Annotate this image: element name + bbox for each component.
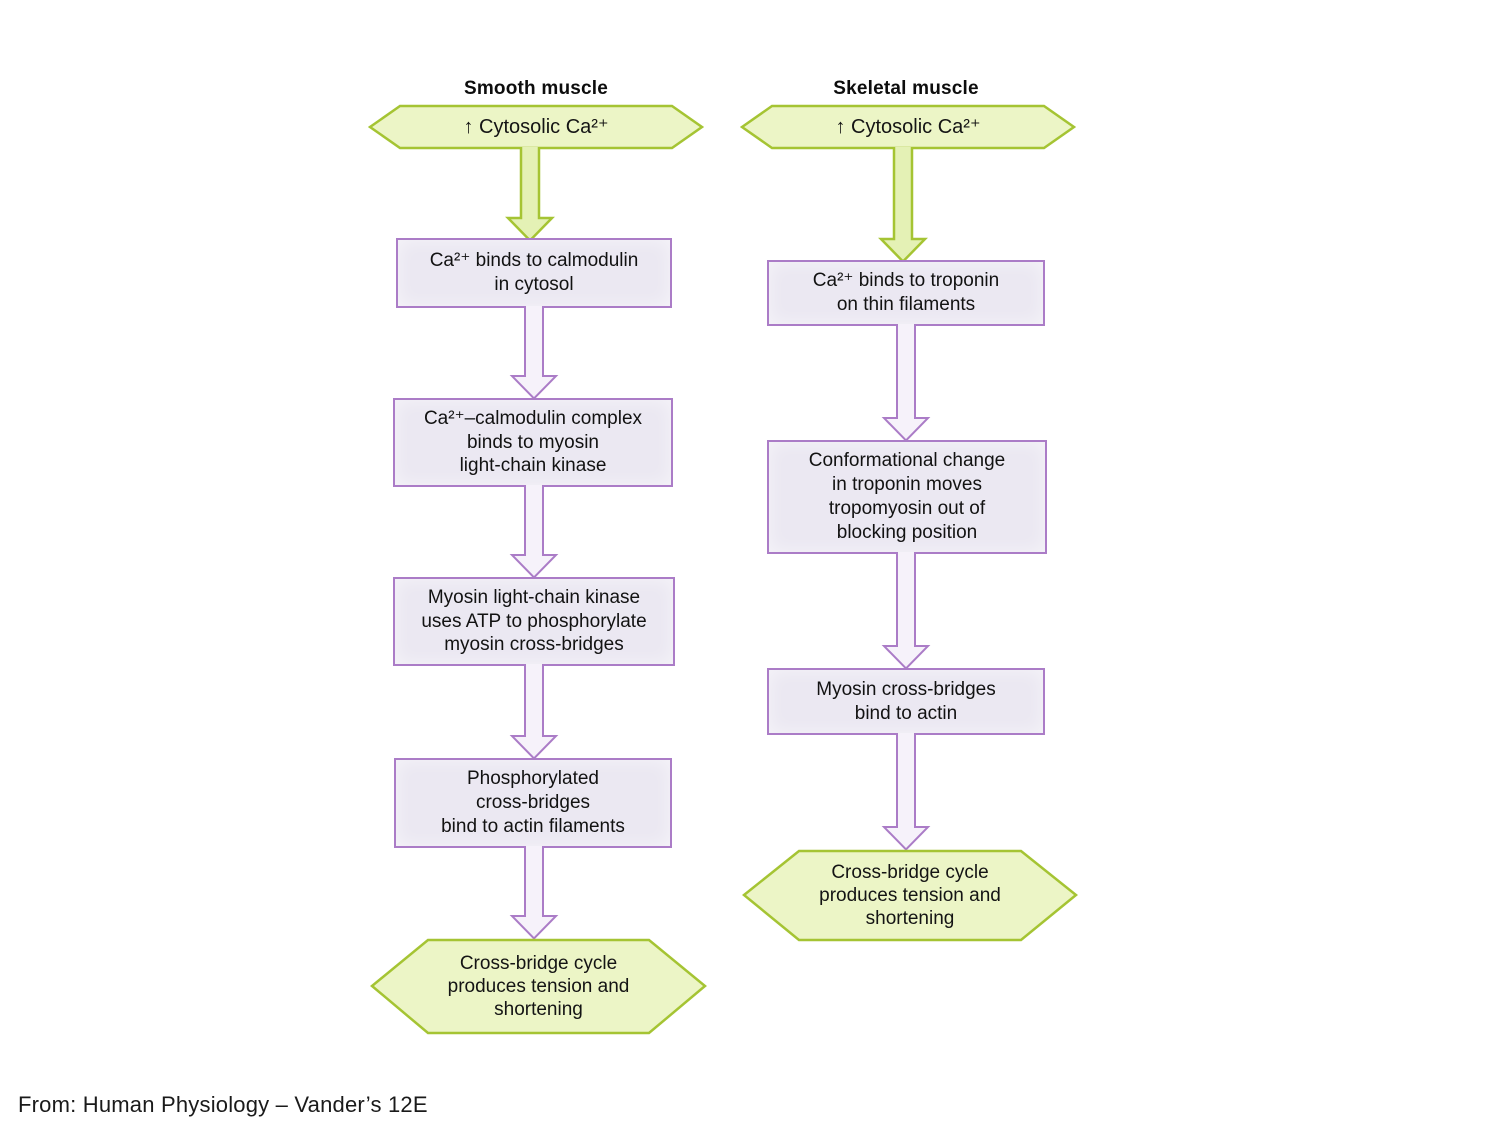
process-box-skeletal-3: Myosin cross-bridges bind to actin xyxy=(767,668,1045,735)
down-arrow-icon xyxy=(505,147,555,242)
down-arrow-icon xyxy=(881,552,931,670)
down-arrow-icon xyxy=(509,306,559,400)
start-banner-skeletal: ↑ Cytosolic Ca²⁺ xyxy=(740,104,1076,150)
start-banner-label: ↑ Cytosolic Ca²⁺ xyxy=(463,115,609,138)
source-caption: From: Human Physiology – Vander’s 12E xyxy=(18,1092,428,1117)
process-box-smooth-4: Phosphorylated cross-bridges bind to act… xyxy=(394,758,672,848)
end-banner-label: Cross-bridge cycle produces tension and … xyxy=(819,861,1001,930)
down-arrow-icon xyxy=(878,147,928,263)
down-arrow-icon xyxy=(509,485,559,579)
down-arrow-icon xyxy=(881,324,931,442)
start-banner-label: ↑ Cytosolic Ca²⁺ xyxy=(835,115,981,138)
process-box-skeletal-2: Conformational change in troponin moves … xyxy=(767,440,1047,554)
hexagon-banner-shape xyxy=(742,849,1078,942)
down-arrow-icon xyxy=(881,733,931,851)
hexagon-banner-shape xyxy=(740,104,1076,150)
down-arrow-icon xyxy=(509,664,559,760)
end-banner-smooth: Cross-bridge cycle produces tension and … xyxy=(370,938,707,1035)
end-banner-skeletal: Cross-bridge cycle produces tension and … xyxy=(742,849,1078,942)
down-arrow-icon xyxy=(509,846,559,940)
start-banner-smooth: ↑ Cytosolic Ca²⁺ xyxy=(368,104,704,150)
process-box-skeletal-1: Ca²⁺ binds to troponin on thin filaments xyxy=(767,260,1045,326)
column-title-skeletal-muscle: Skeletal muscle xyxy=(833,78,979,99)
process-box-smooth-1: Ca²⁺ binds to calmodulin in cytosol xyxy=(396,238,672,308)
hexagon-banner-shape xyxy=(368,104,704,150)
column-title-smooth-muscle: Smooth muscle xyxy=(463,78,609,99)
end-banner-label: Cross-bridge cycle produces tension and … xyxy=(447,952,630,1021)
hexagon-banner-shape xyxy=(370,938,707,1035)
process-box-smooth-2: Ca²⁺–calmodulin complex binds to myosin … xyxy=(393,398,673,487)
process-box-smooth-3: Myosin light-chain kinase uses ATP to ph… xyxy=(393,577,675,666)
